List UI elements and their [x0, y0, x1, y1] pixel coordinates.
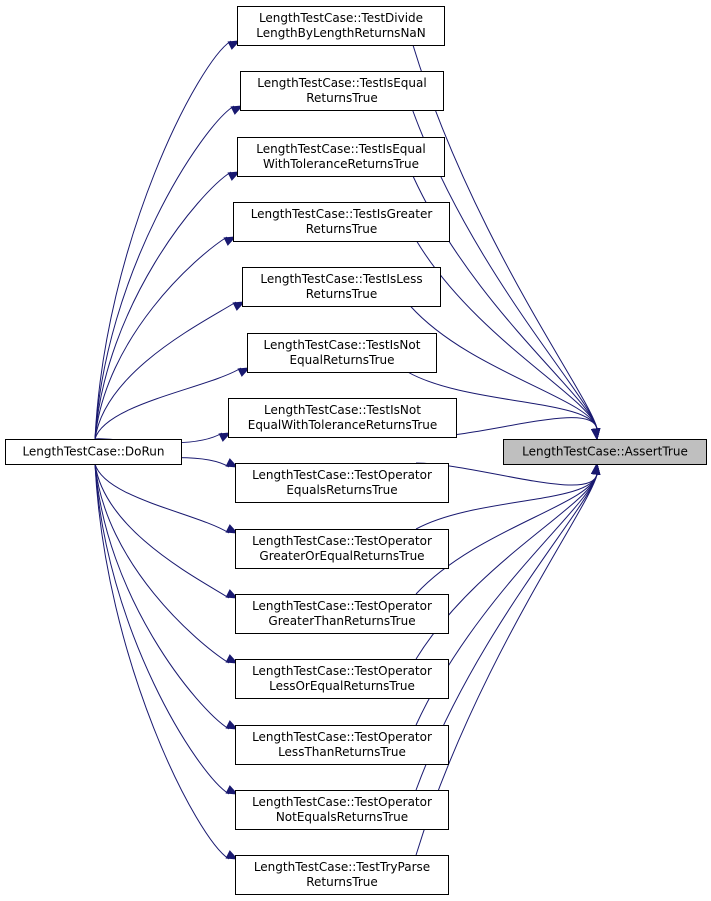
node-t13[interactable]: LengthTestCase::TestOperatorNotEqualsRet… [235, 790, 449, 830]
node-label-t3-line-1: LengthTestCase::TestIsEqual [256, 142, 425, 156]
node-box-t10[interactable] [235, 594, 449, 634]
node-label-t14-line-1: LengthTestCase::TestTryParse [254, 860, 430, 874]
edge-dorun-to-t5 [94, 301, 237, 440]
node-box-t4[interactable] [233, 202, 450, 242]
node-dorun[interactable]: LengthTestCase::DoRun [5, 439, 182, 465]
arrowhead-dorun-to-t14 [225, 850, 239, 860]
node-t7[interactable]: LengthTestCase::TestIsNotEqualWithTolera… [228, 398, 457, 438]
edge-t4-to-asserttrue [416, 240, 598, 430]
node-label-t10-line-1: LengthTestCase::TestOperator [252, 599, 432, 613]
arrowhead-dorun-to-t7 [218, 432, 232, 442]
node-label-t10-line-2: GreaterThanReturnsTrue [268, 614, 415, 628]
node-label-t1-line-1: LengthTestCase::TestDivide [259, 11, 423, 25]
nodes-layer: LengthTestCase::DoRun LengthTestCase::Ass… [5, 6, 707, 895]
node-label-t8-line-1: LengthTestCase::TestOperator [252, 468, 432, 482]
node-label-t9-line-2: GreaterOrEqualReturnsTrue [259, 549, 424, 563]
node-box-t13[interactable] [235, 790, 449, 830]
edge-dorun-to-t6 [94, 367, 242, 440]
node-label-t11-line-2: LessOrEqualReturnsTrue [269, 679, 415, 693]
arrowhead-dorun-to-t10 [225, 589, 239, 599]
node-t6[interactable]: LengthTestCase::TestIsNotEqualReturnsTru… [247, 333, 437, 373]
node-label-t12-line-1: LengthTestCase::TestOperator [252, 730, 432, 744]
arrowhead-t7-to-asserttrue [590, 427, 601, 441]
arrowhead-dorun-to-t4 [223, 236, 237, 246]
node-box-t9[interactable] [235, 529, 449, 569]
node-label-t4-line-1: LengthTestCase::TestIsGreater [251, 207, 433, 221]
arrowhead-dorun-to-t11 [225, 654, 239, 664]
node-label-t2-line-2: ReturnsTrue [306, 91, 378, 105]
node-label-t13-line-2: NotEqualsReturnsTrue [276, 810, 408, 824]
node-label-t9-line-1: LengthTestCase::TestOperator [252, 534, 432, 548]
node-label-t12-line-2: LessThanReturnsTrue [278, 745, 406, 759]
arrowhead-dorun-to-t3 [227, 171, 241, 181]
arrowhead-dorun-to-t12 [225, 720, 239, 730]
node-box-t3[interactable] [237, 137, 445, 177]
edge-t1-to-asserttrue [412, 44, 598, 430]
edge-t6-to-asserttrue [407, 371, 598, 430]
node-label-t13-line-1: LengthTestCase::TestOperator [252, 795, 432, 809]
node-label-dorun-line-1: LengthTestCase::DoRun [22, 445, 164, 459]
arrowhead-t14-to-asserttrue [590, 462, 601, 476]
node-t12[interactable]: LengthTestCase::TestOperatorLessThanRetu… [235, 725, 449, 765]
edge-t14-to-asserttrue [415, 473, 598, 856]
node-label-t7-line-2: EqualWithToleranceReturnsTrue [248, 418, 438, 432]
node-box-t14[interactable] [235, 855, 449, 895]
edge-t5-to-asserttrue [409, 305, 598, 430]
node-t11[interactable]: LengthTestCase::TestOperatorLessOrEqualR… [235, 659, 449, 699]
arrowhead-dorun-to-t1 [227, 40, 241, 50]
edge-dorun-to-t13 [94, 463, 230, 795]
node-t9[interactable]: LengthTestCase::TestOperatorGreaterOrEqu… [235, 529, 449, 569]
node-box-t2[interactable] [240, 71, 444, 111]
node-label-t7-line-1: LengthTestCase::TestIsNot [264, 403, 421, 417]
node-box-t11[interactable] [235, 659, 449, 699]
arrowhead-dorun-to-t6 [237, 367, 251, 377]
edge-dorun-to-t14 [94, 463, 230, 860]
node-label-t6-line-1: LengthTestCase::TestIsNot [264, 338, 421, 352]
node-label-t4-line-2: ReturnsTrue [306, 222, 378, 236]
arrowhead-dorun-to-t9 [225, 524, 239, 534]
node-box-t7[interactable] [228, 398, 457, 438]
arrowhead-dorun-to-t2 [230, 105, 244, 115]
node-box-t1[interactable] [237, 6, 445, 46]
node-label-asserttrue-line-1: LengthTestCase::AssertTrue [522, 445, 688, 459]
arrowhead-dorun-to-t13 [225, 785, 239, 795]
node-label-t3-line-2: WithToleranceReturnsTrue [263, 157, 419, 171]
node-box-t8[interactable] [235, 463, 449, 503]
edge-dorun-to-t4 [94, 236, 228, 440]
arrowhead-dorun-to-t5 [232, 301, 246, 311]
node-t8[interactable]: LengthTestCase::TestOperatorEqualsReturn… [235, 463, 449, 503]
edge-dorun-to-t12 [94, 463, 230, 730]
node-label-t14-line-2: ReturnsTrue [306, 875, 378, 889]
edge-dorun-to-t9 [94, 463, 230, 534]
node-label-t2-line-1: LengthTestCase::TestIsEqual [257, 76, 426, 90]
node-t10[interactable]: LengthTestCase::TestOperatorGreaterThanR… [235, 594, 449, 634]
node-box-t5[interactable] [242, 267, 441, 307]
edge-dorun-to-t11 [94, 463, 230, 664]
edge-t10-to-asserttrue [415, 473, 598, 595]
node-t1[interactable]: LengthTestCase::TestDivideLengthByLength… [237, 6, 445, 46]
node-label-t8-line-2: EqualsReturnsTrue [286, 483, 397, 497]
edge-dorun-to-t10 [94, 463, 230, 599]
edge-dorun-to-t1 [94, 40, 232, 440]
node-label-t1-line-2: LengthByLengthReturnsNaN [256, 26, 426, 40]
node-box-dorun[interactable] [5, 439, 182, 465]
node-box-t6[interactable] [247, 333, 437, 373]
arrowhead-dorun-to-t8 [225, 458, 239, 468]
node-box-t12[interactable] [235, 725, 449, 765]
node-label-t5-line-2: ReturnsTrue [306, 287, 378, 301]
node-box-asserttrue[interactable] [503, 439, 707, 465]
node-label-t6-line-2: EqualReturnsTrue [289, 353, 394, 367]
edge-dorun-to-t3 [94, 171, 232, 440]
edge-dorun-to-t2 [94, 105, 235, 440]
node-asserttrue[interactable]: LengthTestCase::AssertTrue [503, 439, 707, 465]
edge-t9-to-asserttrue [415, 473, 598, 530]
node-label-t5-line-1: LengthTestCase::TestIsLess [260, 272, 422, 286]
node-t3[interactable]: LengthTestCase::TestIsEqualWithTolerance… [237, 137, 445, 177]
node-label-t11-line-1: LengthTestCase::TestOperator [252, 664, 432, 678]
